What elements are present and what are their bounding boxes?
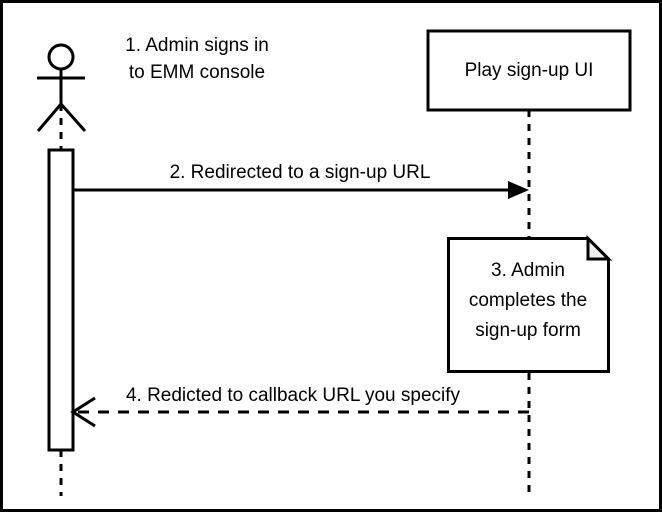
message-2-arrowhead-icon [508, 181, 529, 199]
admin-label-line-2: to EMM console [129, 62, 265, 83]
stick-figure-head [47, 43, 75, 71]
stick-figure-leg-right [59, 103, 87, 132]
admin-activation-bar [47, 148, 75, 452]
message-2-label: 2. Redirected to a sign-up URL [170, 162, 431, 183]
play-signup-ui-label: Play sign-up UI [465, 60, 594, 81]
note-3-folded-corner-icon [586, 234, 613, 261]
note-3-line-1: 3. Admin [491, 260, 565, 281]
admin-label-line-1: 1. Admin signs in [125, 35, 269, 56]
message-4-arrowhead-icon [70, 396, 96, 428]
note-3-body [447, 237, 610, 373]
actor-admin-stick-figure [36, 43, 87, 132]
note-3 [447, 234, 613, 373]
note-3-line-2: completes the [469, 290, 587, 311]
note-3-line-3: sign-up form [475, 320, 581, 341]
message-4-label: 4. Redicted to callback URL you specify [126, 385, 461, 406]
stick-figure-leg-left [36, 103, 63, 132]
